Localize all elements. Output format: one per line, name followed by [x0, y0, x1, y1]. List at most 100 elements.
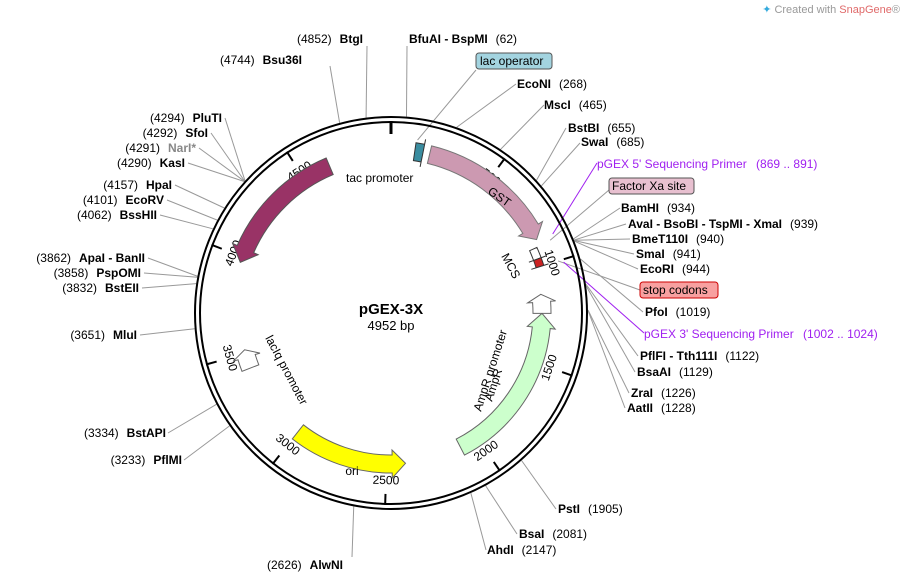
ori-label: ori: [345, 464, 358, 478]
stop-codons-label: stop codons: [643, 283, 708, 297]
site-leader: [573, 223, 627, 241]
site-leader: [536, 127, 567, 181]
site-leader: [587, 309, 630, 394]
site-leader: [187, 162, 245, 182]
site-bamhi: BamHI(934): [621, 201, 695, 215]
primer-leader: [563, 261, 645, 334]
site-leader: [574, 238, 631, 241]
tick-mark: [563, 254, 575, 261]
laci-label: lacI: [221, 300, 239, 323]
site-pflfi: PflFI - Tth111I(1122): [640, 349, 759, 363]
site-bsteii: (3832)BstEII: [62, 281, 139, 295]
site-leader: [139, 328, 195, 336]
site-leader: [210, 132, 246, 182]
primer-5-label: pGEX 5' Sequencing Primer (869 .. 891): [597, 157, 817, 171]
site-leader: [159, 214, 214, 230]
lac-operator-label: lac operator: [480, 54, 543, 68]
plasmid-size: 4952 bp: [368, 318, 415, 333]
site-leader: [183, 425, 230, 461]
site-leader: [573, 207, 621, 240]
site-leader-lines: [139, 45, 645, 558]
site-ecori: EcoRI(944): [640, 262, 710, 276]
site-leader: [500, 104, 545, 150]
site-leader: [143, 272, 198, 278]
feature-leader: [417, 69, 477, 141]
site-bfuai: BfuAI - BspMI(62): [409, 32, 517, 46]
stop-codon-block: [531, 257, 549, 270]
plasmid-name: pGEX-3X: [359, 301, 423, 318]
credit-brand: SnapGene: [839, 4, 892, 16]
site-leader: [147, 257, 198, 277]
site-pluti: (4294)PluTI: [150, 111, 222, 125]
site-bsshii: (4062)BssHII: [77, 208, 157, 222]
tick-mark: [205, 360, 217, 366]
site-leader: [541, 142, 581, 187]
credit-prefix: Created with: [774, 4, 837, 16]
site-leader: [329, 65, 341, 123]
site-apai: (3862)ApaI - BanII: [36, 251, 145, 265]
site-bstapi: (3334)BstAPI: [84, 426, 166, 440]
site-psti: PstI(1905): [558, 502, 623, 516]
site-msci: MscI(465): [544, 98, 607, 112]
laci-feature: [231, 157, 334, 263]
tick-mark: [492, 461, 501, 472]
site-hpai: (4157)HpaI: [103, 178, 172, 192]
site-pspomi: (3858)PspOMI: [54, 266, 141, 280]
site-leader: [224, 117, 246, 181]
site-leader: [405, 45, 408, 117]
site-leader: [174, 184, 225, 209]
factor-xa-label: Factor Xa site: [612, 179, 686, 193]
feature-leader: [557, 260, 641, 291]
site-ahdi: AhdI(2147): [487, 543, 556, 557]
tick-mark: [285, 151, 294, 162]
tick-mark: [271, 454, 281, 465]
lac-operator-box: [475, 52, 553, 70]
factor-xa-box: [608, 177, 695, 195]
site-leader: [167, 403, 217, 434]
mcs-label: MCS: [498, 251, 523, 281]
site-leader: [585, 283, 639, 357]
site-nari: (4291)NarI*: [125, 141, 196, 155]
laciq-promoter-arrow: [232, 349, 261, 372]
site-leader: [485, 485, 518, 535]
site-leader: [456, 83, 517, 128]
features: [231, 139, 557, 480]
site-aatii: AatII(1228): [627, 401, 696, 415]
site-leader: [580, 258, 644, 313]
site-avai: AvaI - BsoBI - TspMI - XmaI(939): [628, 217, 818, 231]
site-mlui: (3651)MluI: [70, 328, 137, 342]
site-sfoi: (4292)SfoI: [143, 126, 208, 140]
tick-label: 1000: [542, 248, 563, 278]
tick-mark: [211, 243, 223, 250]
tac-promoter-label: tac promoter: [346, 171, 413, 185]
site-leader: [587, 310, 626, 409]
credit-suffix: ®: [891, 4, 900, 16]
site-leader: [470, 492, 487, 551]
site-leader: [574, 240, 639, 270]
site-bsu36i: (4744)Bsu36I: [220, 53, 302, 67]
site-bstbi: BstBI(655): [568, 121, 635, 135]
ampr-promoter-arrow: [525, 293, 556, 314]
site-bsaai: BsaAI(1129): [637, 365, 713, 379]
site-zrai: ZraI(1226): [631, 386, 696, 400]
site-leader: [351, 506, 355, 558]
site-leader: [166, 199, 218, 221]
site-smai: SmaI(941): [636, 247, 701, 261]
tick-mark: [497, 157, 506, 168]
site-swai: SwaI(685): [581, 135, 644, 149]
feature-leader: [549, 189, 610, 241]
site-kasi: (4290)KasI: [117, 156, 185, 170]
site-ecorv: (4101)EcoRV: [83, 193, 164, 207]
tac-promoter-block: [412, 139, 427, 167]
site-bsai: BsaI(2081): [519, 527, 587, 541]
tick-label: 3500: [220, 343, 241, 373]
backbone-outer-ring: [194, 116, 588, 510]
laciq-promoter-label: lacIq promoter: [262, 333, 310, 407]
gst-feature: [426, 145, 544, 241]
snapgene-logo-icon: ✦: [762, 4, 772, 16]
snapgene-credit: ✦Created with SnapGene®: [762, 3, 900, 16]
site-pfoi: PfoI(1019): [645, 305, 710, 319]
site-leader: [365, 45, 368, 118]
site-alwni: (2626)AlwNI: [267, 558, 343, 572]
